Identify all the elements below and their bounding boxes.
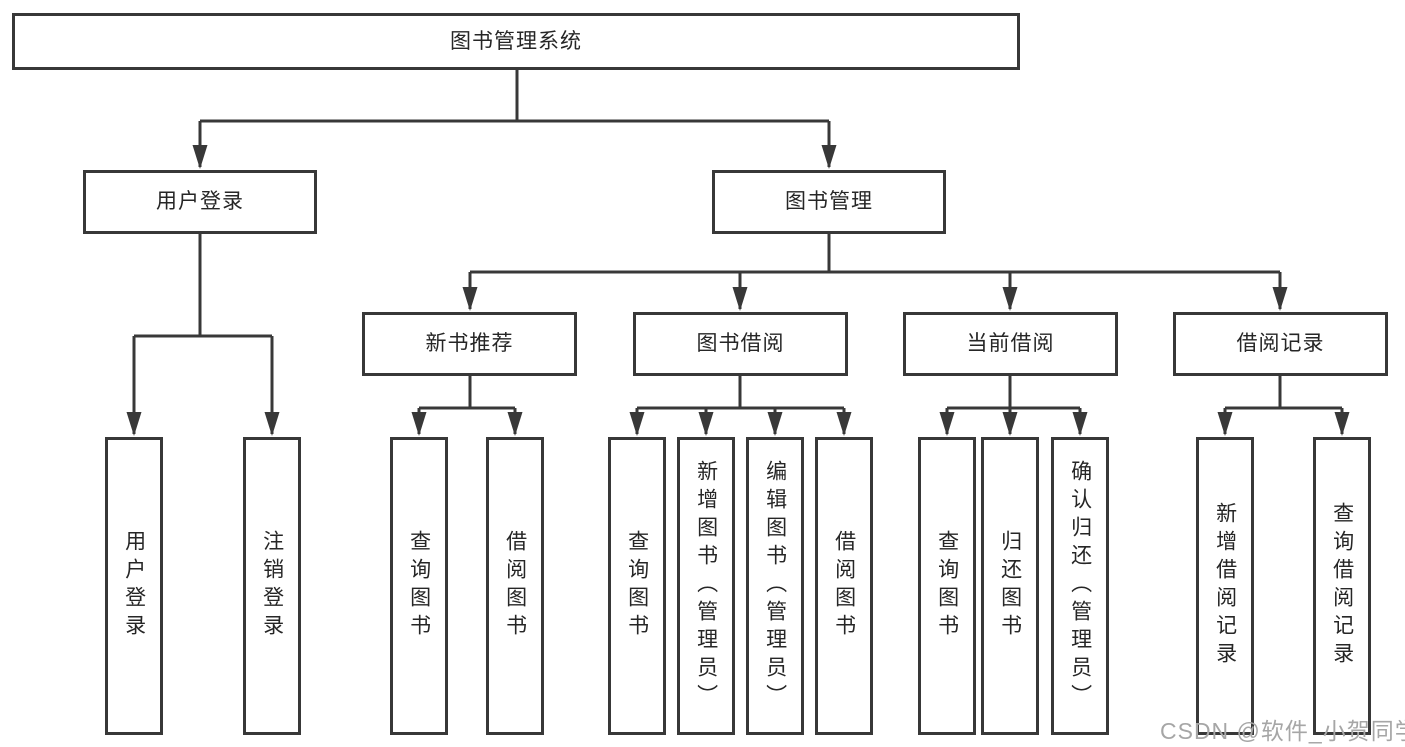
- leaf-return-book: 归还图书: [981, 437, 1039, 735]
- leaf-add-book-admin: 新增图书（管理员）: [677, 437, 735, 735]
- leaf-confirm-return-admin: 确认归还（管理员）: [1051, 437, 1109, 735]
- node-library-management-system: 图书管理系统: [12, 13, 1020, 70]
- leaf-query-books-recommend: 查询图书: [390, 437, 448, 735]
- leaf-edit-book-admin: 编辑图书（管理员）: [746, 437, 804, 735]
- node-user-login: 用户登录: [83, 170, 317, 234]
- leaf-query-borrow-record: 查询借阅记录: [1313, 437, 1371, 735]
- node-borrow-records: 借阅记录: [1173, 312, 1388, 376]
- leaf-borrow-books: 借阅图书: [815, 437, 873, 735]
- leaf-query-books-borrow: 查询图书: [608, 437, 666, 735]
- node-book-management: 图书管理: [712, 170, 946, 234]
- csdn-watermark: CSDN @软件_小贺同学: [1160, 718, 1405, 744]
- leaf-user-login: 用户登录: [105, 437, 163, 735]
- node-current-borrow: 当前借阅: [903, 312, 1118, 376]
- node-book-borrow: 图书借阅: [633, 312, 848, 376]
- node-new-book-recommend: 新书推荐: [362, 312, 577, 376]
- leaf-add-borrow-record: 新增借阅记录: [1196, 437, 1254, 735]
- leaf-borrow-books-recommend: 借阅图书: [486, 437, 544, 735]
- leaf-logout: 注销登录: [243, 437, 301, 735]
- leaf-query-books-current: 查询图书: [918, 437, 976, 735]
